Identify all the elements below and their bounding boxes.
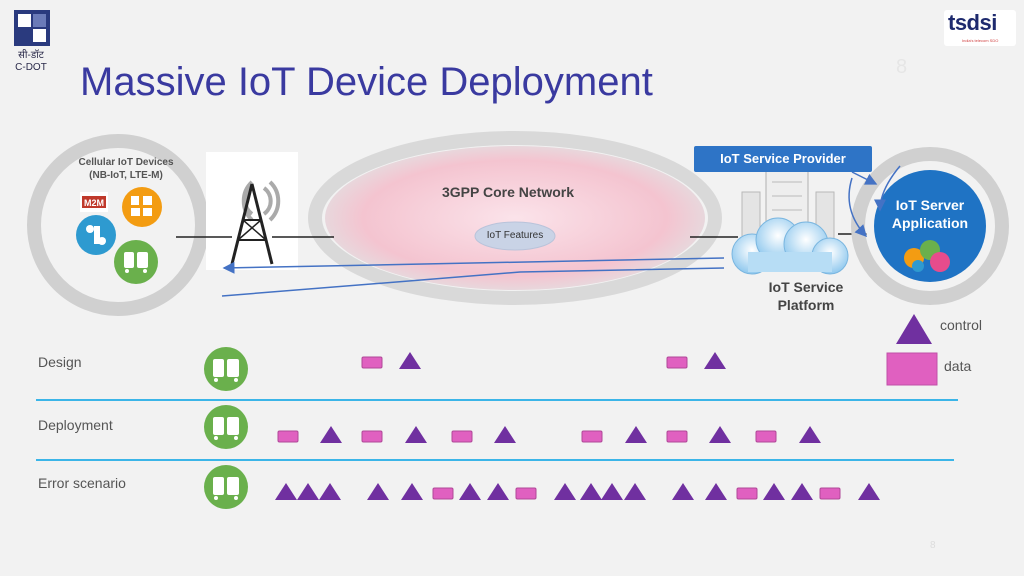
network-diagram: M2M: [27, 131, 1009, 316]
devices-sublabel: (NB-IoT, LTE-M): [89, 170, 163, 181]
cell-tower-icon: [206, 152, 298, 270]
app-circles-icon: [904, 240, 950, 272]
utility-devices-icon: [76, 215, 116, 255]
control-signal-mark: [487, 483, 509, 500]
data-signal-mark: [277, 430, 299, 443]
vehicle-devices-icon: [204, 405, 248, 449]
row-label-error: Error scenario: [38, 475, 126, 491]
provider-server-arrow: [851, 171, 878, 185]
page-title: Massive IoT Device Deployment: [80, 60, 653, 104]
iot-features-badge: [474, 221, 556, 251]
control-signal-mark: [367, 483, 389, 500]
data-signal-mark: [581, 430, 603, 443]
control-signal-mark: [791, 483, 813, 500]
cdot-text: C-DOT: [15, 62, 47, 73]
vehicle-devices-icon: [114, 240, 158, 284]
row-divider: [36, 399, 958, 401]
devices-label: Cellular IoT Devices: [78, 157, 174, 168]
control-signal-mark: [319, 483, 341, 500]
svg-text:M2M: M2M: [84, 198, 104, 208]
tsdsi-logo: [944, 10, 1016, 46]
data-signal-mark: [432, 487, 454, 500]
cdot-hindi-text: सी-डॉट: [18, 50, 44, 61]
data-signal-mark: [755, 430, 777, 443]
control-signal-mark: [580, 483, 602, 500]
control-signal-mark: [554, 483, 576, 500]
control-signal-mark: [705, 483, 727, 500]
slide-number: 8: [896, 56, 908, 78]
iot-platform-label-line2: Platform: [777, 297, 835, 313]
core-network-label: 3GPP Core Network: [442, 184, 575, 200]
control-signal-mark: [399, 352, 421, 369]
vehicle-devices-icon: [204, 465, 248, 509]
cdot-logo-icon: [14, 10, 50, 46]
control-signal-mark: [624, 483, 646, 500]
legend-control-icon: [896, 314, 932, 344]
data-signal-mark: [666, 356, 688, 369]
control-signal-mark: [704, 352, 726, 369]
control-signal-mark: [672, 483, 694, 500]
platform-tower-arrow: [222, 257, 725, 274]
control-signal-mark: [275, 483, 297, 500]
provider-app-arrow-2: [848, 177, 868, 238]
control-signal-mark: [799, 426, 821, 443]
data-signal-mark: [361, 356, 383, 369]
vehicle-devices-icon: [204, 347, 248, 391]
iot-server-label-line2: Application: [891, 215, 969, 231]
tsdsi-tagline: India's telecom SDO: [962, 38, 999, 43]
core-network-cloud: [308, 131, 722, 305]
tsdsi-logo-text: tsdsi: [948, 10, 997, 35]
control-signal-mark: [709, 426, 731, 443]
row-label-deployment: Deployment: [38, 417, 113, 433]
provider-app-arrow: [874, 165, 901, 212]
control-signal-mark: [405, 426, 427, 443]
data-signal-mark: [736, 487, 758, 500]
control-signal-mark: [763, 483, 785, 500]
footer-slide-number: 8: [930, 540, 936, 551]
data-signal-mark: [451, 430, 473, 443]
data-signal-mark: [515, 487, 537, 500]
control-signal-mark: [297, 483, 319, 500]
row-label-design: Design: [38, 354, 82, 370]
iot-platform-label: IoT Service Platform: [756, 278, 856, 314]
iot-server-label-line1: IoT Server: [895, 197, 965, 213]
iot-server-label: IoT Server Application: [882, 196, 978, 232]
legend-control-label: control: [940, 317, 983, 333]
control-signal-mark: [320, 426, 342, 443]
cloud-platform-icon: [731, 217, 849, 275]
data-signal-mark: [666, 430, 688, 443]
data-signal-mark: [361, 430, 383, 443]
control-signal-mark: [858, 483, 880, 500]
legend-data-label: data: [944, 358, 972, 374]
iot-platform-label-line1: IoT Service: [768, 279, 844, 295]
control-signal-mark: [625, 426, 647, 443]
data-signal-mark: [819, 487, 841, 500]
iot-service-provider-label: IoT Service Provider: [694, 146, 872, 172]
appliance-devices-icon: [122, 187, 162, 227]
legend-data-icon: [886, 352, 938, 386]
m2m-device-icon: M2M: [80, 192, 108, 212]
control-signal-mark: [601, 483, 623, 500]
control-signal-mark: [459, 483, 481, 500]
control-signal-mark: [401, 483, 423, 500]
row-divider: [36, 459, 954, 461]
signal-timeline: [275, 352, 880, 500]
iot-features-label: IoT Features: [486, 230, 544, 241]
device-platform-line: [221, 267, 725, 297]
control-signal-mark: [494, 426, 516, 443]
